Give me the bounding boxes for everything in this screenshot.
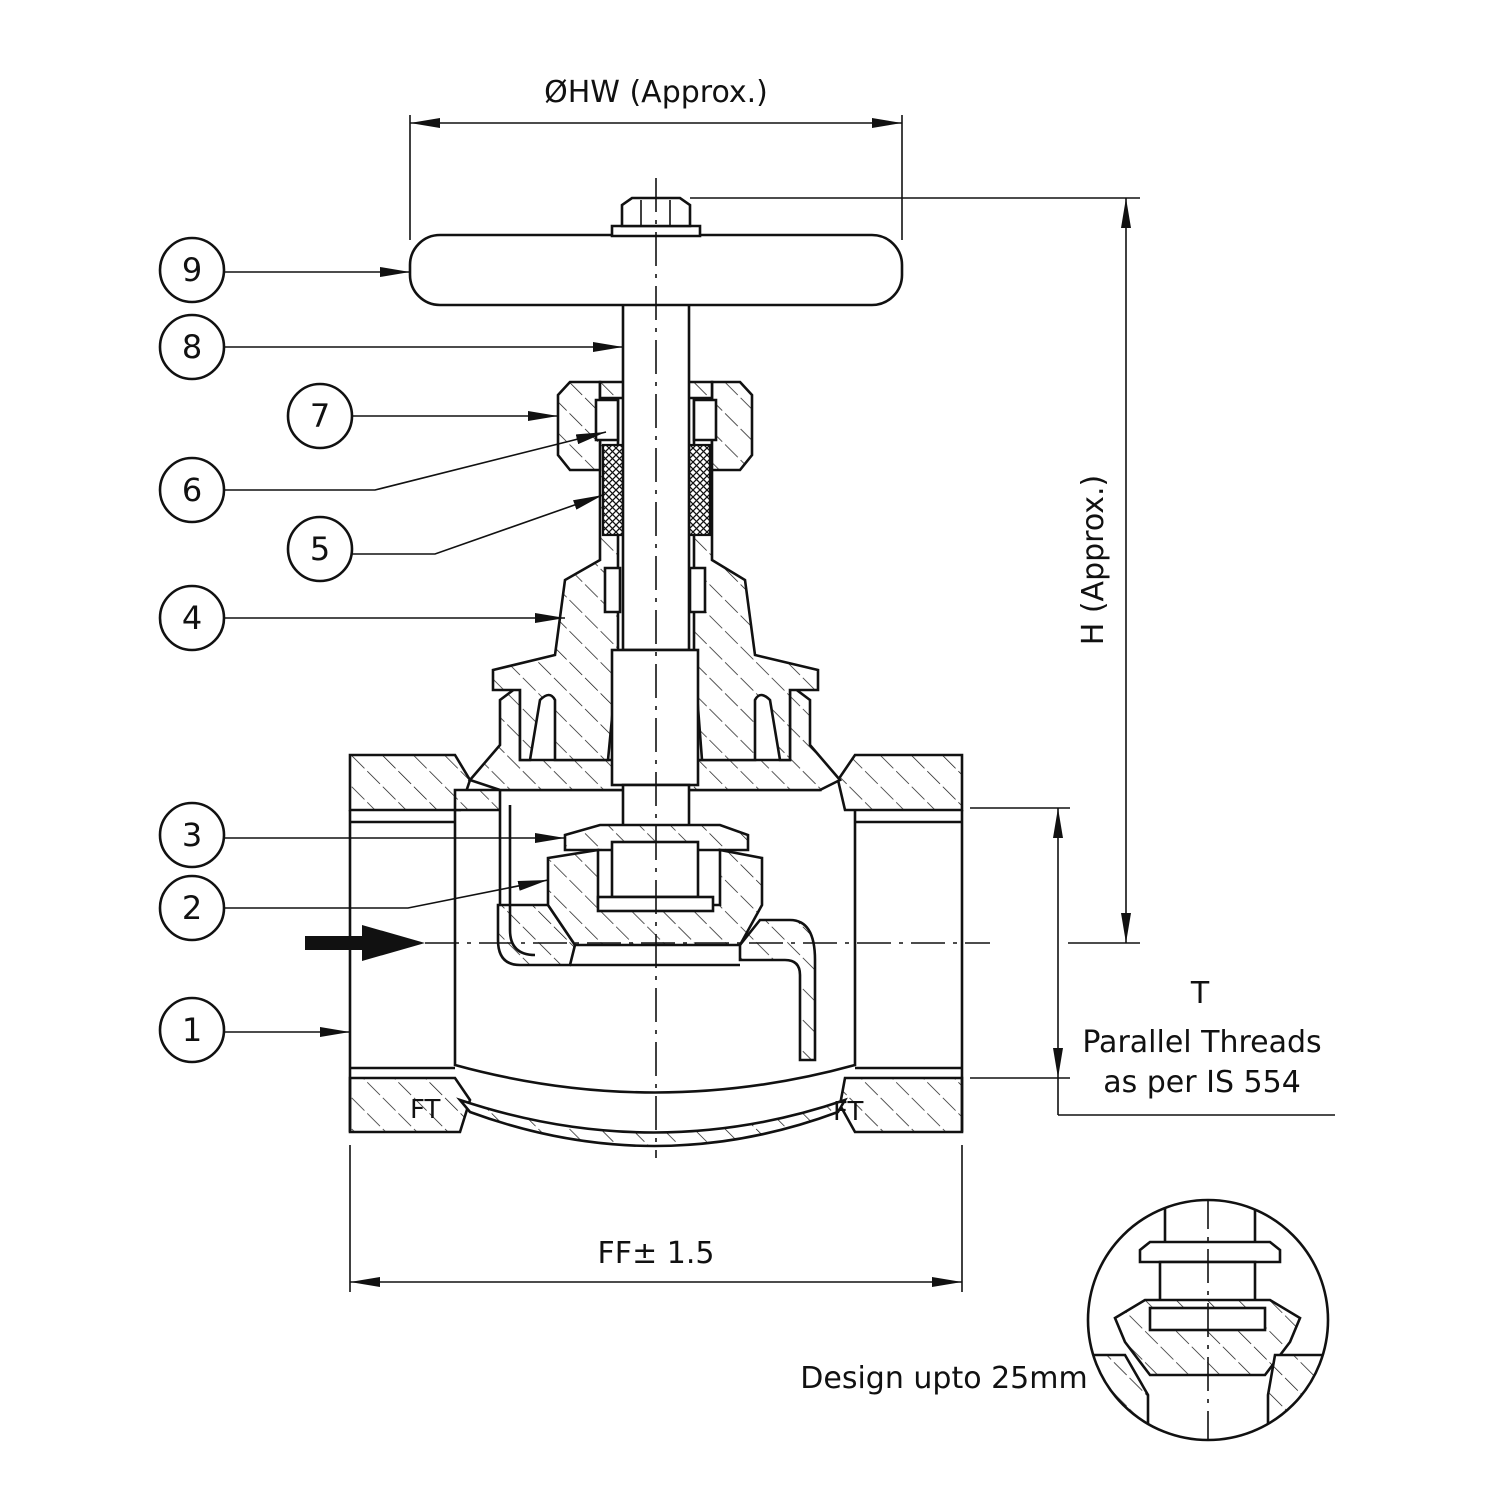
balloon-1: 1 — [158, 996, 350, 1064]
balloon-6-label: 6 — [182, 471, 202, 509]
thread-note-line2: as per IS 554 — [1103, 1065, 1301, 1100]
balloon-5: 5 — [286, 494, 604, 583]
balloon-6: 6 — [158, 431, 607, 524]
balloon-7: 7 — [286, 382, 558, 450]
valve-body — [348, 682, 964, 1148]
balloon-8: 8 — [158, 313, 623, 381]
ff-symbol: FF — [598, 1236, 633, 1271]
thread-dimension: T Parallel Threads as per IS 554 — [970, 807, 1335, 1116]
disc-assembly — [546, 823, 764, 947]
balloon-1-label: 1 — [182, 1011, 202, 1049]
gland-and-packing — [594, 398, 718, 537]
balloon-3: 3 — [158, 801, 565, 869]
flow-direction-arrow — [305, 925, 425, 961]
balloon-5-label: 5 — [310, 530, 330, 568]
detail-caption: Design upto 25mm — [800, 1361, 1087, 1396]
height-label: H (Approx.) — [1076, 475, 1111, 646]
balloon-3-label: 3 — [182, 816, 202, 854]
balloon-7-label: 7 — [310, 397, 330, 435]
balloon-9-label: 9 — [182, 251, 202, 289]
balloon-2: 2 — [158, 874, 549, 942]
detail-view — [1086, 1198, 1330, 1442]
face-to-face-label: FF± 1.5 — [598, 1236, 715, 1271]
handwheel-diameter-dimension: ØHW (Approx.) — [409, 75, 903, 240]
height-dimension: H (Approx.) — [690, 197, 1140, 944]
balloon-4-label: 4 — [182, 599, 202, 637]
flat-marker-right: FT — [833, 1097, 863, 1127]
thread-note-line1: Parallel Threads — [1082, 1025, 1321, 1060]
balloon-8-label: 8 — [182, 328, 202, 366]
balloon-4: 4 — [158, 584, 565, 652]
thread-label: T — [1190, 976, 1210, 1011]
ff-tolerance: ± 1.5 — [632, 1236, 714, 1271]
handwheel-diameter-label: ØHW (Approx.) — [544, 75, 768, 110]
balloon-9: 9 — [158, 236, 410, 304]
flat-marker-left: FT — [410, 1095, 440, 1125]
balloon-2-label: 2 — [182, 889, 202, 927]
face-to-face-dimension: FF± 1.5 — [349, 1145, 963, 1292]
spindle — [610, 298, 700, 832]
